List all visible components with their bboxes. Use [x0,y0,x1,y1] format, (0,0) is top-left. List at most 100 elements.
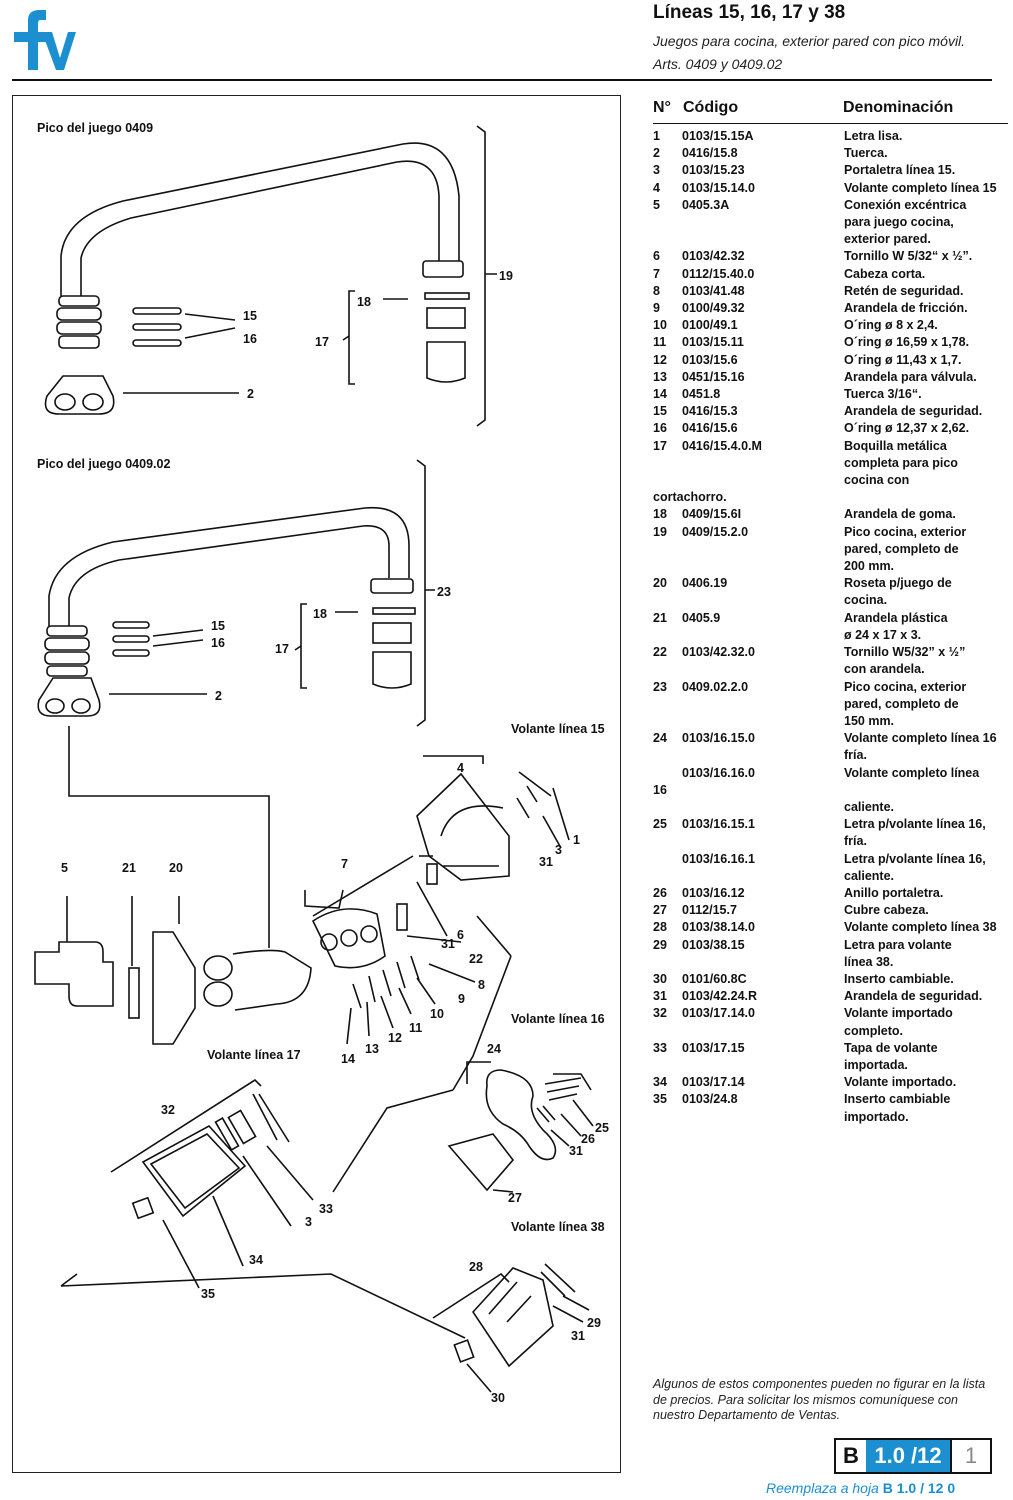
callout-22: 22 [469,952,483,966]
row-name: Tornillo W 5/32“ x ½”. [844,249,973,264]
section-title-handle-15: Volante línea 15 [511,722,605,736]
row-number: 27 [653,903,667,918]
row-number: 18 [653,507,667,522]
row-number: 2 [653,146,660,161]
sheet-page: 1 [950,1440,990,1472]
section-title-handle-17: Volante línea 17 [207,1048,301,1062]
spout-040902-drawing [37,459,435,727]
callout-5: 5 [61,861,68,875]
sheet-number-badge: B 1.0 /12 1 [834,1438,992,1474]
row-name: Boquilla metálica completa para pico coc… [844,438,958,488]
replaces-prefix: Reemplaza a hoja [766,1480,879,1496]
table-row: 20 0406.19 Roseta p/juego de cocina. [653,575,1008,609]
callout-27: 27 [508,1191,522,1205]
section-title-handle-38: Volante línea 38 [511,1220,605,1234]
callout-15b: 15 [211,619,225,633]
row-name: Arandela de goma. [844,507,956,522]
row-number: 21 [653,610,667,625]
callout-1: 1 [573,833,580,847]
row-code: 0416/15.8 [682,146,738,161]
row-number: 32 [653,1006,667,1021]
row-number: 24 [653,731,667,746]
header-code: Código [683,99,739,116]
wall-connection-drawing [34,726,570,1193]
table-row: caliente. [653,799,1008,816]
callout-2: 2 [247,387,254,401]
page-title: Líneas 15, 16, 17 y 38 [653,2,846,23]
row-name: Tuerca. [844,146,888,161]
row-number: 25 [653,817,667,832]
callout-28: 28 [469,1260,483,1274]
callout-20: 20 [169,861,183,875]
callout-24: 24 [487,1042,501,1056]
header-number: N° [653,99,671,116]
row-name: Portaletra línea 15. [844,163,956,178]
row-number: 35 [653,1092,667,1107]
row-name: Roseta p/juego de cocina. [844,576,952,608]
row-code: 0103/17.14.0 [682,1006,755,1021]
row-number: 1 [653,129,660,143]
row-name: Retén de seguridad. [844,283,964,298]
row-code: 0405.9 [682,610,721,625]
row-number: 20 [653,576,667,591]
callout-35: 35 [201,1287,215,1301]
callout-34: 34 [249,1253,263,1267]
row-continuation: 16 [653,782,667,797]
row-code: 0451.8 [682,387,721,402]
row-code: 0100/49.32 [682,301,745,316]
row-number: 3 [653,163,660,178]
row-code: 0409/15.6I [682,507,742,522]
handle-38-drawing [432,1263,590,1393]
row-name: Tapa de volante importada. [844,1040,938,1072]
callout-31c: 31 [569,1144,583,1158]
row-number: 16 [653,421,667,436]
callout-17: 17 [315,335,329,349]
row-code: 0100/49.1 [682,318,738,333]
article-numbers: Arts. 0409 y 0409.02 [653,56,783,72]
row-number: 19 [653,524,667,539]
row-code: 0103/38.15 [682,937,745,952]
row-code: 0103/17.14 [682,1075,745,1090]
callout-8: 8 [478,978,485,992]
row-number: 30 [653,971,667,986]
row-number: 26 [653,885,667,900]
row-number: 11 [653,335,667,350]
row-name: Inserto cambiable. [844,971,954,986]
row-code: 0103/42.24.R [682,989,758,1004]
row-number: 13 [653,369,667,384]
row-number: 8 [653,283,660,298]
row-code: 0451/15.16 [682,369,745,384]
row-code: 0409.02.2.0 [682,679,749,694]
row-name: Arandela plástica ø 24 x 17 x 3. [844,610,948,642]
replaces-note: Reemplaza a hoja B 1.0 / 12 0 [766,1480,955,1496]
callout-21: 21 [122,861,136,875]
row-code: 0103/16.12 [682,885,745,900]
row-name: Letra lisa. [844,129,903,143]
callout-11: 11 [409,1021,422,1035]
callout-7: 7 [341,857,348,871]
row-code: 0103/15.6 [682,352,738,367]
callout-13: 13 [365,1042,379,1056]
row-name: Arandela de seguridad. [844,989,983,1004]
row-continuation: cortachorro. [653,490,727,505]
row-code: 0406.19 [682,576,728,591]
row-number: 14 [653,387,667,402]
row-name: Tornillo W5/32” x ½” con arandela. [844,645,966,677]
row-code: 0103/42.32.0 [682,645,755,660]
